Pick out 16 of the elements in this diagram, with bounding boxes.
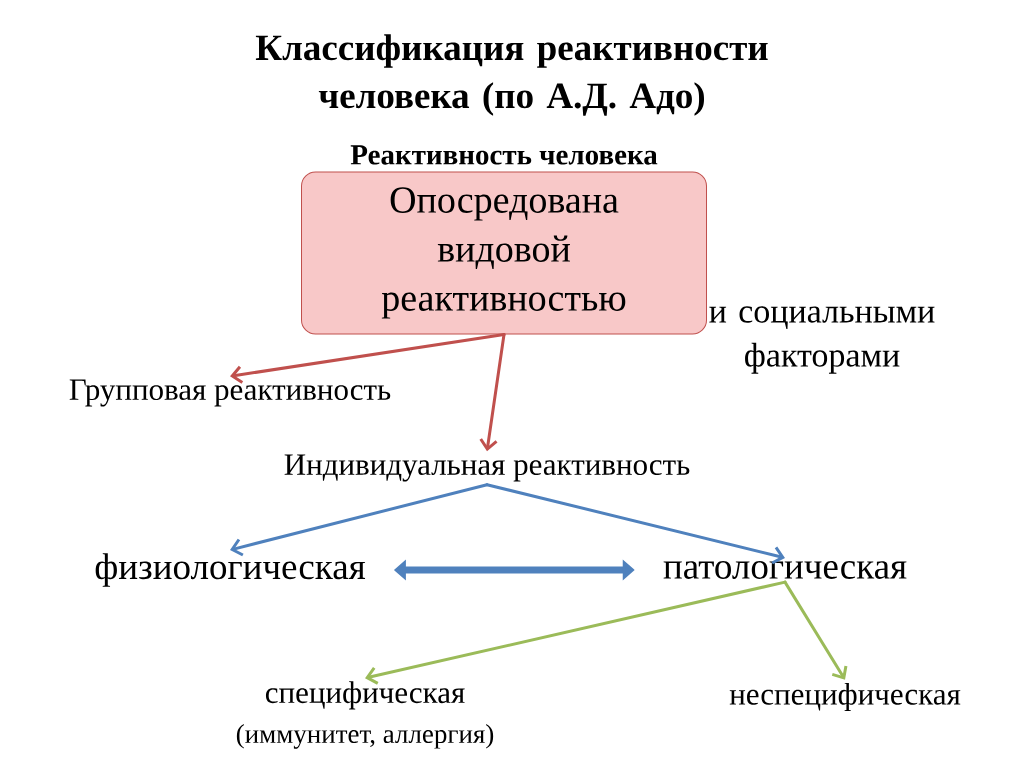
- arrow: [230, 333, 506, 384]
- text-label: патологическая: [663, 561, 907, 579]
- arrow: [479, 333, 506, 452]
- heading: Реактивность человека: [350, 145, 658, 165]
- text-label: неспецифическая: [729, 682, 961, 712]
- process-box: Опосредована видовой реактивностью: [301, 171, 707, 335]
- arrow: [365, 580, 787, 685]
- text-label: Индивидуальная реактивность: [284, 454, 690, 482]
- text-label: физиологическая: [95, 553, 366, 587]
- arrow: [783, 580, 848, 680]
- arrow: [485, 483, 785, 565]
- text-label: специфическая (иммунитет, аллергия): [236, 681, 494, 749]
- side-note: и социальными факторами: [709, 306, 935, 374]
- arrow: [230, 483, 489, 557]
- title: Классификация реактивности человека (по А.Д. Адо): [255, 34, 768, 116]
- text-label: Групповая реактивность: [69, 379, 391, 407]
